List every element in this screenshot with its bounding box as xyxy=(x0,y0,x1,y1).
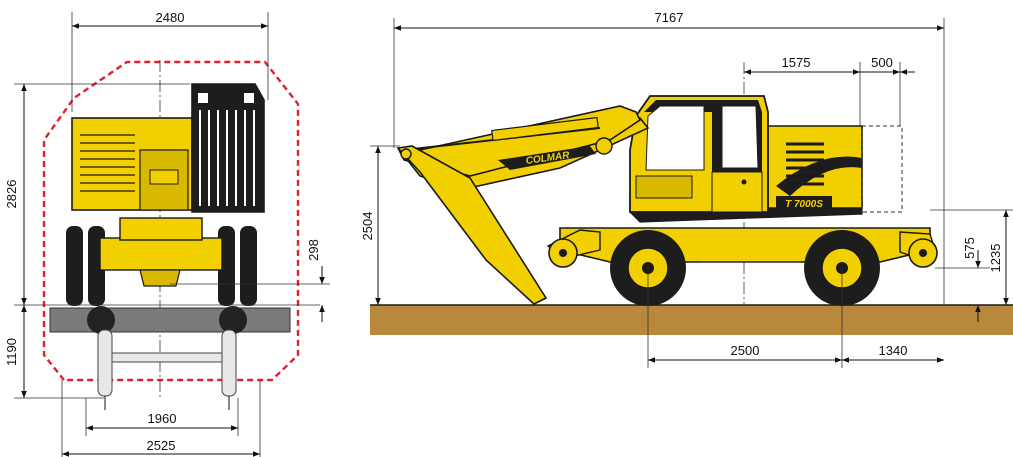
rail-hub-right xyxy=(221,329,237,397)
counterweight-extension xyxy=(861,125,903,213)
front-cab-light-left xyxy=(198,93,208,103)
dipper-pivot xyxy=(400,148,412,160)
engine-grille xyxy=(786,142,824,186)
label-rail-wheel-height: 575 xyxy=(962,237,977,259)
front-grille-lines xyxy=(80,134,135,192)
label-rail-gauge: 1960 xyxy=(148,411,177,426)
cab-door-handle xyxy=(741,179,747,185)
label-cab-front-offset: 1575 xyxy=(782,55,811,70)
label-track-width: 2525 xyxy=(147,438,176,453)
tyre-right-outer xyxy=(240,226,257,306)
rail-wheel-left xyxy=(87,306,115,334)
label-overall-width: 2480 xyxy=(156,10,185,25)
rail-wheel-right xyxy=(219,306,247,334)
model-label: T 7000S xyxy=(785,199,823,210)
front-cab-light-right xyxy=(244,93,254,103)
label-rail-height: 1190 xyxy=(4,338,19,366)
boom-cylinder-body xyxy=(491,116,599,142)
tyre-left-outer xyxy=(66,226,83,306)
model-plate xyxy=(776,196,832,210)
front-axle-housing xyxy=(99,237,223,271)
cab-step xyxy=(635,175,693,199)
front-cab-bars xyxy=(199,110,255,206)
label-cab-rear-offset: 500 xyxy=(871,55,893,70)
loading-gauge-outline xyxy=(42,60,300,382)
rail-hub-left xyxy=(97,329,113,397)
front-turntable xyxy=(119,217,203,241)
front-axle-center xyxy=(139,269,181,287)
cab-door-panel xyxy=(711,171,763,213)
cab-window-door xyxy=(721,105,759,169)
label-wheelbase: 2500 xyxy=(731,343,760,358)
rail-axle xyxy=(101,352,233,363)
cab-window-front xyxy=(645,105,705,171)
label-overall-height: 2826 xyxy=(4,180,19,209)
label-wheel-clearance: 298 xyxy=(306,239,321,261)
side-view: T 7000S COLMAR 7167 1575 xyxy=(360,10,1013,368)
dipper-arm xyxy=(396,145,548,305)
rail-guide-rear-hub xyxy=(919,249,927,257)
boom-pivot xyxy=(595,137,613,155)
ground-strip xyxy=(370,305,1013,335)
label-overall-length: 7167 xyxy=(655,10,684,25)
front-boom-window xyxy=(149,169,179,185)
label-rear-overhang: 1340 xyxy=(879,343,908,358)
label-boom-height: 2504 xyxy=(360,212,375,241)
front-view: 2480 2826 298 1190 1960 2525 xyxy=(4,10,330,457)
label-counterweight-height: 1235 xyxy=(988,244,1003,273)
rail-beam xyxy=(49,307,291,333)
brand-stripe xyxy=(498,146,596,170)
rail-guide-front-hub xyxy=(559,249,567,257)
engine-stripe xyxy=(776,156,862,196)
